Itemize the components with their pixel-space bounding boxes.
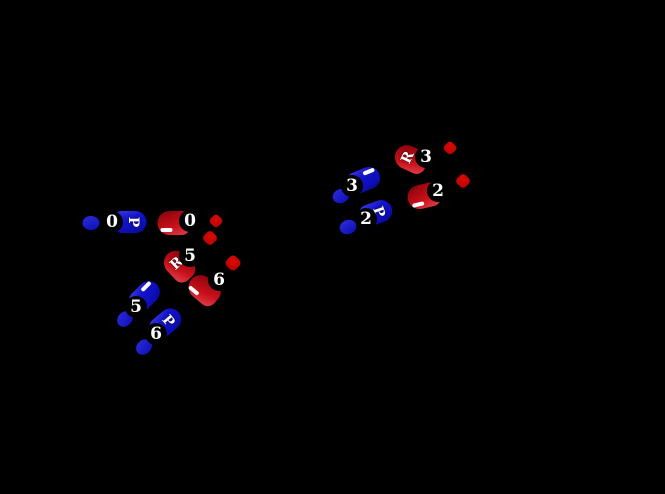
shoe-heel (82, 216, 100, 230)
step-number: 6 (213, 269, 225, 290)
step-number: 2 (360, 208, 372, 229)
step-number-badge: 5 (179, 245, 201, 267)
step-number: 3 (420, 146, 432, 167)
step-number: 6 (150, 323, 162, 344)
step-number: 2 (432, 180, 444, 201)
foot-letter: P (125, 216, 141, 228)
sole-highlight-dash (362, 167, 376, 176)
step-number-badge: 0 (101, 211, 123, 233)
step-number: 5 (184, 245, 196, 266)
beat-dot (442, 140, 458, 156)
step-number-badge: 3 (341, 175, 363, 197)
beat-dot (223, 253, 243, 273)
step-number-badge: 5 (125, 296, 147, 318)
step-number: 0 (184, 210, 196, 231)
step-number-badge: 2 (427, 180, 449, 202)
step-number-badge: 0 (179, 210, 201, 232)
sole-highlight-dash (187, 285, 200, 296)
beat-dot (208, 213, 224, 229)
step-number: 3 (346, 175, 358, 196)
step-number-badge: 3 (415, 146, 437, 168)
step-number-badge: 6 (208, 269, 230, 291)
beat-dot (454, 172, 472, 190)
step-number: 0 (106, 211, 118, 232)
sole-highlight-dash (160, 228, 173, 232)
step-number: 5 (130, 296, 142, 317)
beat-dot (201, 229, 219, 247)
step-number-badge: 2 (355, 208, 377, 230)
sole-highlight-dash (140, 280, 152, 293)
step-number-badge: 6 (145, 323, 167, 345)
sole-highlight-dash (411, 201, 425, 208)
